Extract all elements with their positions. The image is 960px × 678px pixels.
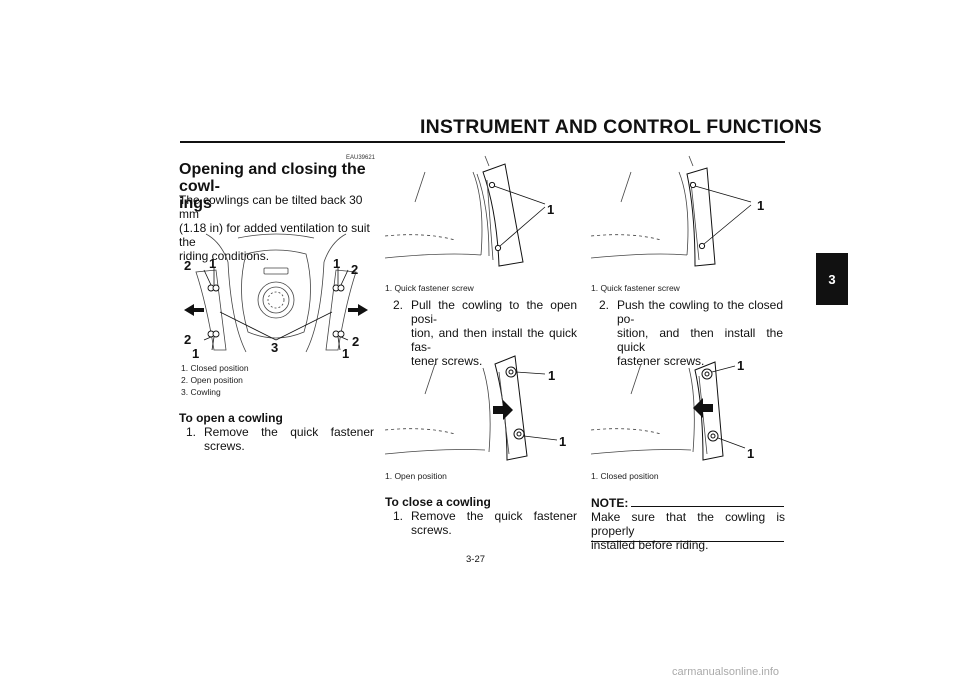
section-title-line-1: Opening and closing the cowl- [179,161,366,195]
caption-cowling: 3. Cowling [181,387,221,397]
open-step-2: 2. Pull the cowling to the open posi- ti… [393,298,577,368]
pull-arrow-icon [493,400,513,420]
close-cowling-heading: To close a cowling [385,495,491,509]
note-bottom-rule [591,541,784,542]
step-text: Pull the cowling to the open posi- tion,… [411,298,577,368]
chapter-tab: 3 [816,253,848,305]
open-cowling-heading: To open a cowling [179,411,283,425]
step-line-2: tion, and then install the quick fas- [411,326,577,354]
section-title: Opening and closing the cowl- ings [179,161,379,212]
cowling-overview-figure: 2 1 1 2 2 1 3 2 1 [176,232,376,360]
step-line-1: Pull the cowling to the open posi- [411,298,577,326]
label-quick-fastener: 1 [757,198,764,213]
step-number: 1. [393,509,404,523]
intro-paragraph: The cowlings can be tilted back 30 mm (1… [179,193,375,263]
quick-fastener-figure-right: 1 [591,152,791,272]
step-line-3: tener screws. [411,354,483,368]
note-top-rule [631,506,784,507]
right-figure2-caption: 1. Closed position [591,471,659,481]
label-quick-fastener: 1 [547,202,554,217]
label-cowling: 3 [271,340,278,355]
label-open-position-bottom: 1 [559,434,566,449]
quick-fastener-drawing-middle: 1 [385,155,554,267]
open-position-drawing: 1 1 [385,355,566,461]
note-line-1: Make sure that the cowling is properly [591,510,785,538]
left-figure-captions: 1. Closed position 2. Open position 3. C… [181,362,249,398]
intro-line-3: riding conditions. [179,249,270,263]
step-text: Remove the quick fastener screws. [204,425,374,453]
step-line-3: fastener screws. [617,354,705,368]
footer-watermark: carmanualsonline.info [672,666,780,678]
section-title-line-2: ings [179,195,212,212]
step-line-1: Push the cowling to the closed po- [617,298,783,326]
cowling-overview-drawing: 2 1 1 2 2 1 3 2 1 [184,233,368,360]
label-open-right-top: 2 [351,262,358,277]
label-open-left-top: 2 [184,258,191,273]
middle-figure2-caption: 1. Open position [385,471,447,481]
step-line-2: sition, and then install the quick [617,326,783,354]
step-number: 2. [393,298,404,312]
intro-line-2: (1.18 in) for added ventilation to suit … [179,221,370,249]
note-label: NOTE: [591,496,629,510]
caption-closed-position: 1. Closed position [181,363,249,373]
step-line-1: Remove the quick fastener [204,425,374,439]
label-closed-right-bottom: 1 [342,346,349,360]
page-header-title: INSTRUMENT AND CONTROL FUNCTIONS [420,116,822,138]
quick-fastener-drawing-right: 1 [591,155,764,267]
page-number: 3-27 [466,554,486,565]
label-closed-position-bottom: 1 [747,446,754,461]
step-line-2: screws. [204,439,245,453]
push-arrow-icon [693,398,713,418]
note-text: Make sure that the cowling is properly i… [591,510,785,552]
step-line-2: screws. [411,523,452,537]
open-step-1: 1. Remove the quick fastener screws. [186,425,374,453]
note-header: NOTE: [591,496,784,510]
step-text: Remove the quick fastener screws. [411,509,577,537]
label-closed-position-top: 1 [737,358,744,373]
quick-fastener-figure-middle: 1 [385,152,585,272]
caption-open-position: 2. Open position [181,375,243,385]
step-number: 1. [186,425,197,439]
middle-figure1-caption: 1. Quick fastener screw [385,283,474,293]
label-closed-left-bottom: 1 [192,346,199,360]
section-code: EAU39621 [346,155,376,161]
step-line-1: Remove the quick fastener [411,509,577,523]
close-step-2: 2. Push the cowling to the closed po- si… [599,298,783,368]
closed-position-figure: 1 1 [591,346,791,466]
label-open-left-bottom: 2 [184,332,191,347]
step-text: Push the cowling to the closed po- sitio… [617,298,783,368]
closed-position-drawing: 1 1 [591,358,754,461]
intro-line-1: The cowlings can be tilted back 30 mm [179,193,363,221]
header-rule [180,141,785,143]
label-open-position-top: 1 [548,368,555,383]
label-closed-right-top: 1 [333,256,340,271]
open-position-figure: 1 1 [385,350,585,466]
step-number: 2. [599,298,610,312]
label-closed-left-top: 1 [209,256,216,271]
close-step-1: 1. Remove the quick fastener screws. [393,509,577,537]
right-figure1-caption: 1. Quick fastener screw [591,283,680,293]
label-open-right-bottom: 2 [352,334,359,349]
